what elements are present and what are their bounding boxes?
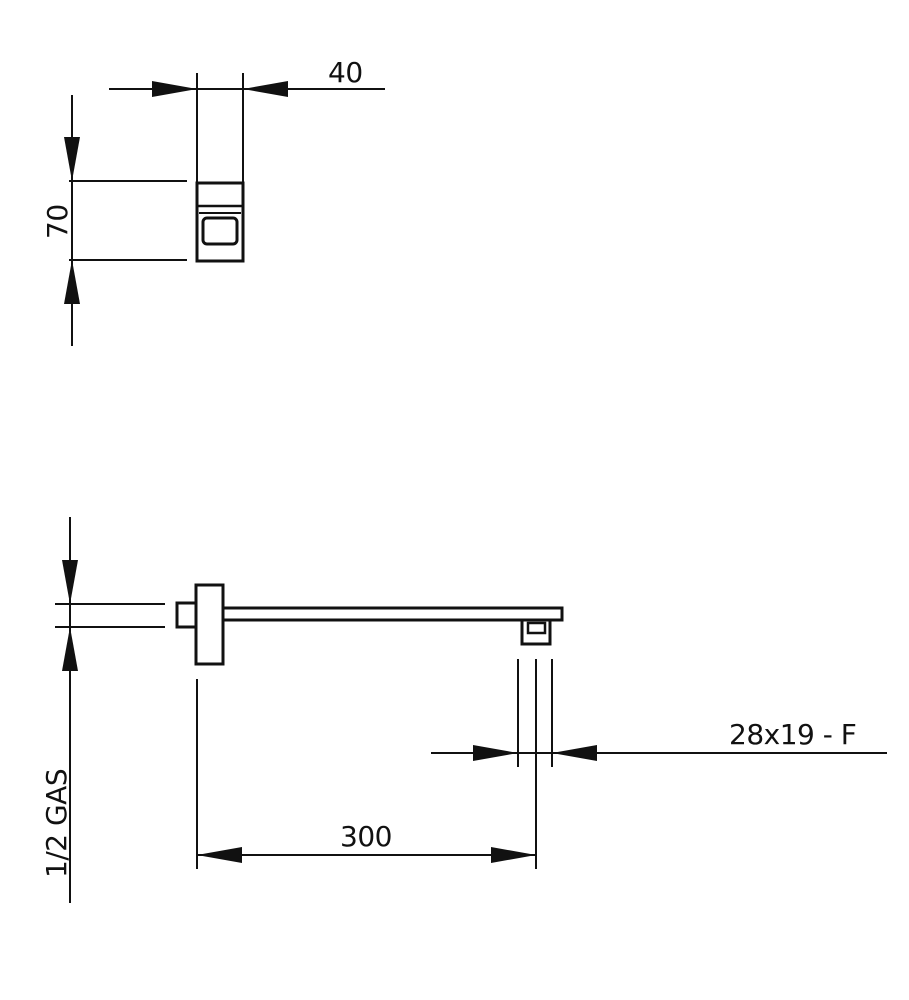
dimension-width-arrow-right	[243, 81, 288, 97]
dimension-outlet-arrow-right	[552, 745, 597, 761]
dimension-height-label: 70	[41, 204, 74, 239]
side-view-wall-plate	[194, 583, 225, 666]
top-view-body	[195, 181, 245, 263]
side-view-arm	[221, 606, 564, 622]
top-view-nozzle	[201, 216, 239, 246]
dimension-connection-arrow-top	[62, 560, 78, 604]
side-view	[175, 583, 564, 666]
dimension-arm-length-arrow-right	[491, 847, 536, 863]
dimension-connection-label: 1/2 GAS	[40, 769, 73, 878]
side-view-outlet	[520, 618, 552, 646]
dimension-outlet: 28x19 - F	[431, 659, 887, 767]
dimension-outlet-label: 28x19 - F	[729, 718, 856, 751]
dimension-width: 40	[109, 56, 385, 97]
dimension-height-arrow-top	[64, 137, 80, 181]
dimension-arm-length: 300	[196, 659, 537, 869]
dimension-width-arrow-left	[152, 81, 197, 97]
dimension-height-arrow-bottom	[64, 260, 80, 304]
dimension-connection: 1/2 GAS	[40, 517, 165, 903]
dimension-height: 70	[41, 95, 187, 346]
dimension-width-label: 40	[328, 56, 363, 89]
dimension-connection-arrow-bottom	[62, 627, 78, 671]
top-view	[195, 73, 245, 263]
side-view-outlet-tip	[526, 621, 547, 635]
side-view-connector	[175, 601, 198, 629]
dimension-outlet-arrow-left	[473, 745, 518, 761]
dimension-arm-length-label: 300	[340, 820, 392, 853]
dimension-arm-length-arrow-left	[197, 847, 242, 863]
